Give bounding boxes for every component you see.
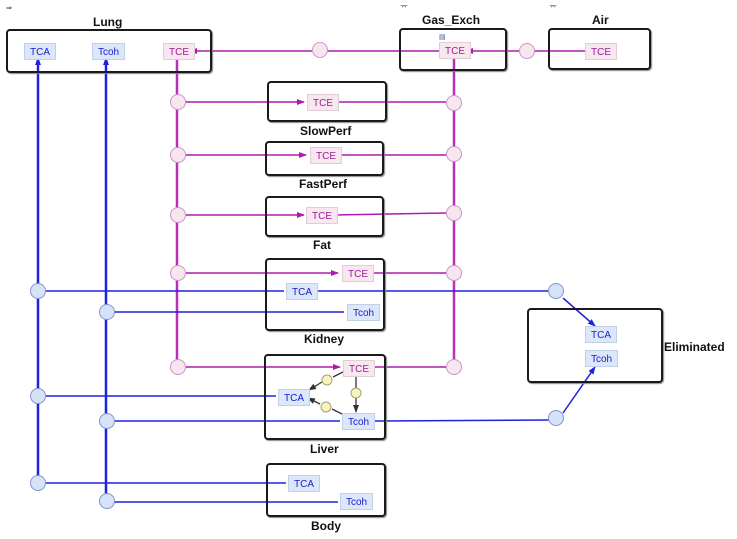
compartment-body[interactable] bbox=[266, 463, 386, 517]
species-eliminated-tcoh[interactable]: Tcoh bbox=[585, 350, 619, 367]
reaction-node-lung-fat[interactable] bbox=[170, 207, 186, 223]
compartment-label-lung: Lung bbox=[93, 15, 123, 29]
compartment-label-eliminated: Eliminated bbox=[664, 340, 725, 354]
reaction-node-liver-tca[interactable] bbox=[30, 388, 46, 404]
species-body-tca[interactable]: TCA bbox=[288, 475, 320, 492]
species-fat-tce[interactable]: TCE bbox=[306, 207, 338, 224]
reaction-node-slowperf-gasexch[interactable] bbox=[446, 95, 462, 111]
marker-icon: ⌤ bbox=[400, 4, 409, 11]
edge-to-eliminated-tca bbox=[562, 297, 596, 327]
reaction-node-tcoh-to-tca[interactable] bbox=[320, 401, 332, 413]
species-eliminated-tca[interactable]: TCA bbox=[585, 326, 617, 343]
reaction-node-body-tcoh[interactable] bbox=[99, 493, 115, 509]
compartment-fastperf[interactable] bbox=[265, 141, 384, 176]
reaction-node-lung-liver[interactable] bbox=[170, 359, 186, 375]
compartment-label-body: Body bbox=[311, 519, 341, 533]
marker-icon: ⇒ bbox=[6, 5, 12, 12]
reaction-node-body-tca[interactable] bbox=[30, 475, 46, 491]
reaction-node-tce-to-tca[interactable] bbox=[321, 374, 333, 386]
compartment-slowperf[interactable] bbox=[267, 81, 387, 122]
metabolite-transport-edges bbox=[35, 57, 596, 503]
reaction-node-elim-tca[interactable] bbox=[548, 283, 564, 299]
edge-node1-to-tca bbox=[308, 381, 323, 391]
species-slowperf-tce[interactable]: TCE bbox=[307, 94, 339, 111]
species-lung-tce[interactable]: TCE bbox=[163, 43, 195, 60]
compartment-label-fastperf: FastPerf bbox=[299, 177, 348, 191]
compartment-label-liver: Liver bbox=[310, 442, 339, 456]
reaction-node-lung-kidney[interactable] bbox=[170, 265, 186, 281]
species-lung-tca[interactable]: TCA bbox=[24, 43, 56, 60]
compartment-air[interactable] bbox=[548, 28, 651, 70]
reaction-node-fastperf-gasexch[interactable] bbox=[446, 146, 462, 162]
species-kidney-tcoh[interactable]: Tcoh bbox=[347, 304, 381, 321]
reaction-node-fat-gasexch[interactable] bbox=[446, 205, 462, 221]
marker-icon: ⌤ bbox=[549, 4, 558, 11]
reaction-node-lung-slowperf[interactable] bbox=[170, 94, 186, 110]
compartment-kidney[interactable] bbox=[265, 258, 385, 331]
species-liver-tca[interactable]: TCA bbox=[278, 389, 310, 406]
edge-liver-tcoh-elim bbox=[371, 419, 550, 422]
reaction-node-kidney-tcoh[interactable] bbox=[99, 304, 115, 320]
compartment-label-slowperf: SlowPerf bbox=[300, 124, 352, 138]
compartment-gas-exch[interactable] bbox=[399, 28, 507, 71]
species-lung-tcoh[interactable]: Tcoh bbox=[92, 43, 126, 60]
reaction-node-lung-fastperf[interactable] bbox=[170, 147, 186, 163]
compartment-lung[interactable] bbox=[6, 29, 212, 73]
edge-tcoh-to-node3 bbox=[331, 408, 343, 415]
species-liver-tcoh[interactable]: Tcoh bbox=[342, 413, 376, 430]
compartment-fat[interactable] bbox=[265, 196, 384, 237]
reaction-node-kidney-gasexch[interactable] bbox=[446, 265, 462, 281]
edge-tce-to-node1 bbox=[332, 371, 344, 378]
compartment-label-fat: Fat bbox=[313, 238, 331, 252]
edge-fat-to-gasexch bbox=[333, 212, 447, 216]
compartment-liver[interactable] bbox=[264, 354, 386, 440]
species-fastperf-tce[interactable]: TCE bbox=[310, 147, 342, 164]
reaction-node-tce-to-tcoh[interactable] bbox=[350, 387, 362, 399]
compartment-label-air: Air bbox=[592, 13, 609, 27]
reaction-node-gasexch-lung[interactable] bbox=[312, 42, 328, 58]
notes-icon: ▤ bbox=[439, 34, 446, 41]
species-kidney-tce[interactable]: TCE bbox=[342, 265, 374, 282]
reaction-node-liver-gasexch[interactable] bbox=[446, 359, 462, 375]
compartment-label-kidney: Kidney bbox=[304, 332, 345, 346]
species-air-tce[interactable]: TCE bbox=[585, 43, 617, 60]
edge-to-eliminated-tcoh bbox=[562, 366, 596, 414]
reaction-node-kidney-tca[interactable] bbox=[30, 283, 46, 299]
reaction-nodes bbox=[30, 42, 564, 509]
edge-node3-to-tca bbox=[307, 397, 321, 405]
reaction-node-liver-tcoh[interactable] bbox=[99, 413, 115, 429]
reaction-node-elim-tcoh[interactable] bbox=[548, 410, 564, 426]
species-gasexch-tce[interactable]: TCE bbox=[439, 42, 471, 59]
compartment-label-gas-exch: Gas_Exch bbox=[422, 13, 481, 27]
reaction-node-air-gasexch[interactable] bbox=[519, 43, 535, 59]
species-body-tcoh[interactable]: Tcoh bbox=[340, 493, 374, 510]
liver-metabolism-edges bbox=[307, 371, 359, 415]
species-liver-tce[interactable]: TCE bbox=[343, 360, 375, 377]
species-kidney-tca[interactable]: TCA bbox=[286, 283, 318, 300]
compartment-eliminated[interactable] bbox=[527, 308, 663, 383]
